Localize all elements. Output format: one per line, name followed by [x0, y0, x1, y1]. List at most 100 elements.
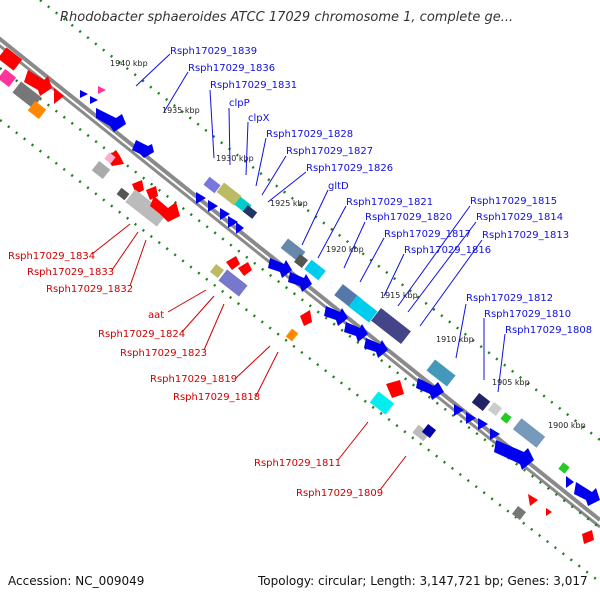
- scale-label: 1915 kbp: [380, 291, 418, 300]
- gene-block: [487, 401, 503, 417]
- gene-arrow: [478, 418, 488, 430]
- scale-label: 1920 kbp: [326, 245, 364, 254]
- gene-label[interactable]: Rsph17029_1834: [8, 251, 95, 262]
- scale-label: 1930 kbp: [216, 154, 254, 163]
- gene-arrow: [226, 256, 240, 270]
- scale-track-lower: [0, 119, 600, 583]
- gene-label[interactable]: Rsph17029_1811: [254, 458, 341, 469]
- gene-label[interactable]: Rsph17029_1810: [484, 309, 571, 320]
- gene-block: [511, 505, 527, 521]
- gene-label[interactable]: aat: [148, 310, 164, 321]
- gene-arrow: [528, 494, 538, 506]
- gene-label[interactable]: Rsph17029_1831: [210, 80, 297, 91]
- gene-label[interactable]: Rsph17029_1813: [482, 230, 569, 241]
- gene-arrow: [300, 310, 312, 326]
- gene-arrow: [54, 88, 64, 104]
- gene-block: [209, 263, 225, 279]
- gene-label[interactable]: Rsph17029_1839: [170, 46, 257, 57]
- gene-block: [125, 189, 167, 227]
- gene-label[interactable]: clpP: [229, 98, 250, 109]
- lower-leader-lines: [91, 223, 407, 491]
- gene-label[interactable]: Rsph17029_1812: [466, 293, 553, 304]
- gene-block: [371, 307, 411, 345]
- gene-label[interactable]: Rsph17029_1823: [120, 348, 207, 359]
- gene-arrow: [24, 70, 52, 96]
- gene-arrow: [324, 306, 348, 326]
- gene-arrow: [238, 262, 252, 276]
- gene-block: [293, 253, 309, 269]
- gene-arrow: [466, 412, 476, 424]
- gene-label[interactable]: Rsph17029_1821: [346, 197, 433, 208]
- gene-block: [512, 418, 546, 448]
- gene-block: [285, 328, 299, 342]
- genome-stats-label: Topology: circular; Length: 3,147,721 bp…: [258, 574, 588, 588]
- gene-block: [27, 100, 47, 120]
- gene-label[interactable]: clpX: [248, 113, 270, 124]
- gene-arrow: [196, 192, 206, 204]
- gene-arrow: [150, 196, 180, 222]
- gene-arrow: [582, 530, 594, 544]
- gene-block: [116, 187, 130, 201]
- gene-label[interactable]: Rsph17029_1832: [46, 284, 133, 295]
- gene-label[interactable]: Rsph17029_1833: [27, 267, 114, 278]
- scale-label: 1900 kbp: [548, 421, 586, 430]
- gene-arrow: [236, 222, 244, 234]
- gene-arrow: [220, 208, 230, 220]
- gene-label[interactable]: Rsph17029_1827: [286, 146, 373, 157]
- map-title: Rhodobacter sphaeroides ATCC 17029 chrom…: [60, 10, 514, 25]
- gene-label[interactable]: Rsph17029_1818: [173, 392, 260, 403]
- gene-arrow: [344, 322, 368, 342]
- gene-block: [218, 269, 248, 297]
- gene-block: [216, 182, 242, 206]
- gene-block: [91, 160, 111, 180]
- scale-label: 1910 kbp: [436, 335, 474, 344]
- gene-block: [104, 152, 116, 164]
- gene-label[interactable]: Rsph17029_1814: [476, 212, 563, 223]
- gene-label[interactable]: Rsph17029_1809: [296, 488, 383, 499]
- gene-arrow: [268, 258, 292, 278]
- gene-block: [500, 412, 512, 424]
- gene-arrow: [208, 200, 218, 212]
- gene-block: [0, 68, 17, 88]
- gene-arrow: [416, 378, 444, 400]
- lower-strand-features: [0, 47, 594, 544]
- gene-label[interactable]: Rsph17029_1820: [365, 212, 452, 223]
- gene-arrow: [574, 482, 600, 506]
- gene-arrow: [494, 440, 534, 470]
- gene-block: [421, 423, 437, 439]
- upper-strand-features: [80, 86, 600, 506]
- gene-arrow: [288, 272, 312, 292]
- gene-arrow: [96, 108, 126, 132]
- gene-label[interactable]: Rsph17029_1826: [306, 163, 393, 174]
- gene-arrow: [80, 90, 88, 98]
- gene-label[interactable]: Rsph17029_1817: [384, 229, 471, 240]
- gene-label[interactable]: gltD: [328, 181, 349, 192]
- gene-arrow: [132, 140, 154, 158]
- scale-label: 1935 kbp: [162, 106, 200, 115]
- gene-label[interactable]: Rsph17029_1824: [98, 329, 185, 340]
- gene-label[interactable]: Rsph17029_1816: [404, 245, 491, 256]
- scale-label: 1905 kbp: [492, 378, 530, 387]
- gene-label[interactable]: Rsph17029_1815: [470, 196, 557, 207]
- gene-arrow: [228, 216, 238, 228]
- gene-block: [471, 392, 491, 412]
- gene-arrow: [454, 404, 464, 416]
- gene-arrow: [386, 380, 404, 398]
- gene-block: [242, 205, 258, 219]
- upper-leader-lines: [135, 53, 506, 393]
- gene-block: [412, 424, 430, 442]
- gene-label[interactable]: Rsph17029_1819: [150, 374, 237, 385]
- scale-label: 1925 kbp: [270, 199, 308, 208]
- gene-block: [12, 81, 42, 109]
- gene-label[interactable]: Rsph17029_1836: [188, 63, 275, 74]
- gene-label[interactable]: Rsph17029_1808: [505, 325, 592, 336]
- gene-block: [304, 259, 326, 281]
- gene-arrow: [566, 476, 574, 488]
- gene-arrow: [146, 186, 158, 200]
- gene-block: [0, 47, 23, 71]
- gene-label[interactable]: Rsph17029_1828: [266, 129, 353, 140]
- gene-arrow: [364, 338, 388, 358]
- accession-label: Accession: NC_009049: [8, 574, 145, 588]
